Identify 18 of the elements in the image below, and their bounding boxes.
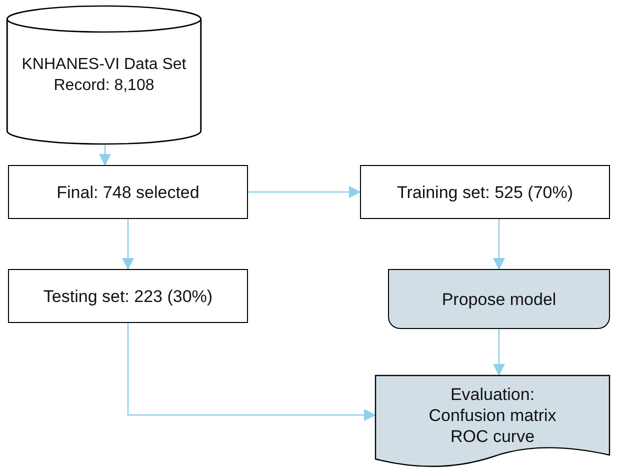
process-box [8,269,248,323]
node-label: Propose model [440,288,558,310]
arrow [248,186,361,198]
process-box [360,165,610,219]
process-box [8,165,248,219]
node-label: KNHANES-VI Data Set Record: 8,108 [20,55,188,96]
node-label: Testing set: 223 (30%) [42,286,214,306]
database-cylinder [6,5,202,145]
node-label: Training set: 525 (70%) [396,182,574,202]
arrow [122,219,134,270]
arrow [493,219,505,270]
arrow [127,323,376,421]
arrow [99,145,111,166]
document-shape [375,375,610,467]
node-label: Evaluation: Confusion matrix ROC curve [428,384,558,446]
arrow [493,329,505,376]
process-box [388,269,610,329]
node-label: Final: 748 selected [56,182,200,202]
